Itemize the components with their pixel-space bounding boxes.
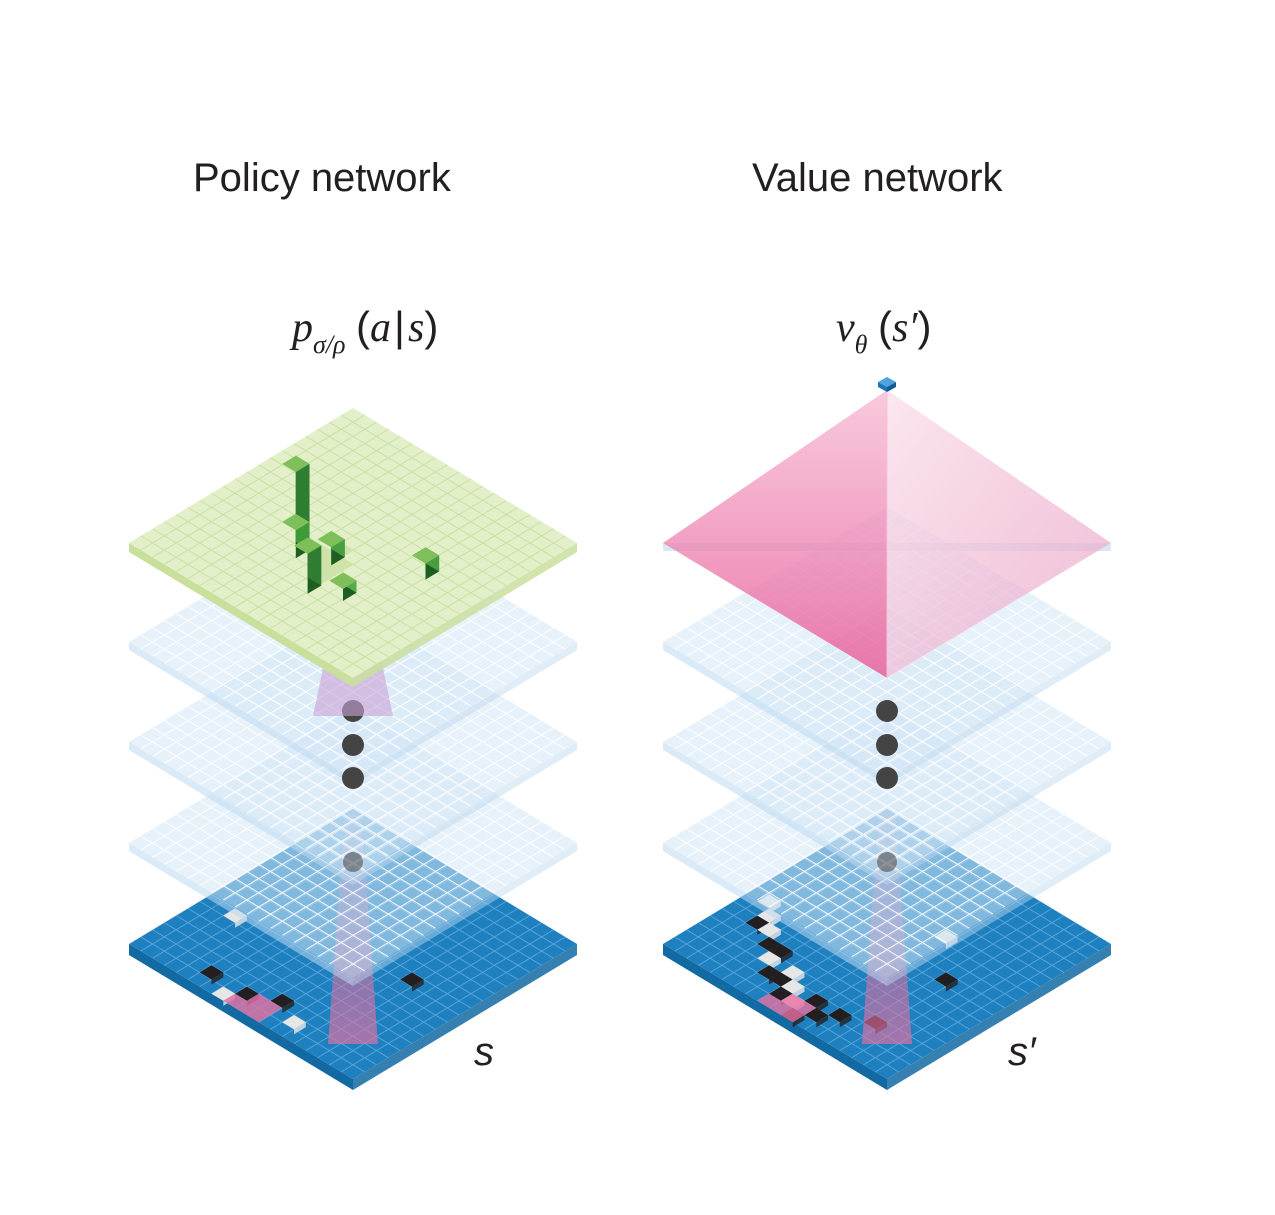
- policy-network-title: Policy network: [193, 156, 451, 200]
- black-stone-2: [745, 915, 770, 930]
- white-stone-3: [757, 922, 781, 937]
- policy-input-board-side-right: [353, 944, 577, 1090]
- value-state-label: s′: [1008, 1030, 1036, 1074]
- value-input-board-side-right: [887, 944, 1111, 1090]
- action-bar-1-front-right: [295, 455, 310, 536]
- policy-state-label: s: [474, 1030, 494, 1074]
- white-stone-10: [780, 979, 805, 994]
- policy-output-layer: [129, 408, 577, 687]
- black-stone-6: [400, 972, 424, 987]
- black-stone-17: [934, 972, 958, 987]
- receptive-cell-4: [258, 1000, 283, 1016]
- hidden-layer-3-side-right: [887, 642, 1111, 785]
- hidden-layer-2-side-left: [129, 742, 353, 885]
- action-bar-2-top: [282, 513, 310, 531]
- black-stone-17-side: [945, 979, 958, 992]
- value-subscript: θ: [854, 330, 868, 359]
- receptive-cell-1: [769, 1000, 793, 1016]
- black-stone-4-side: [282, 1000, 295, 1013]
- policy-output-layer-face: [129, 408, 577, 678]
- receptive-cell-2: [780, 993, 805, 1008]
- white-stone-5: [282, 1015, 306, 1030]
- receptive-cell-1: [235, 1000, 259, 1016]
- value-arg: s′: [891, 305, 918, 351]
- value-network-stack: [663, 377, 1111, 1090]
- value-input-board-side-left: [663, 944, 887, 1090]
- ellipsis-dot-2: [876, 734, 898, 756]
- action-bar-6-top: [411, 547, 440, 564]
- policy-output-formula: pσ/ρ (a|s): [292, 303, 439, 359]
- ellipsis-dot-1: [342, 767, 364, 789]
- policy-arg-s: s: [407, 305, 425, 351]
- black-stone-1-side: [211, 972, 224, 985]
- value-pyramid-right: [887, 390, 1111, 678]
- receptive-cell-3: [246, 1007, 271, 1023]
- white-stone-2: [211, 986, 236, 1001]
- black-stone-4: [270, 993, 295, 1008]
- value-output-formula: vθ (s′): [836, 303, 932, 359]
- action-bar-5-top: [329, 572, 357, 589]
- white-stone-18-side: [945, 936, 958, 949]
- action-bar-6: [411, 547, 440, 580]
- policy-patch-3: [329, 557, 353, 572]
- hidden-layer-3-side-left: [663, 642, 887, 785]
- policy-output-layer-side-right: [353, 543, 577, 687]
- black-stone-15: [804, 1007, 829, 1023]
- hidden-layer-1-side-right: [887, 843, 1111, 986]
- value-output-left: [878, 382, 887, 392]
- action-bar-3: [317, 531, 345, 566]
- black-stone-8: [769, 972, 793, 987]
- ellipsis-dot-2: [342, 734, 364, 756]
- hidden-layer-2-side-right: [887, 742, 1111, 885]
- policy-output-layer-side-left: [129, 543, 353, 687]
- white-stone-9: [780, 965, 805, 980]
- ellipsis-dot-faint: [343, 852, 363, 872]
- white-stone-6: [757, 951, 781, 966]
- receptive-cell-4: [792, 1000, 817, 1016]
- hidden-layer-3-side-right: [353, 642, 577, 785]
- policy-input-board-side-left: [129, 944, 353, 1090]
- value-pyramid-left: [663, 390, 887, 678]
- action-bar-5: [329, 572, 357, 601]
- black-stone-19: [828, 1007, 852, 1023]
- action-bar-4-top: [294, 537, 322, 554]
- receptive-cell-0: [757, 993, 781, 1008]
- hidden-layer-1-side-left: [663, 843, 887, 986]
- value-output-right: [887, 382, 896, 392]
- black-stone-5-side: [780, 951, 793, 964]
- black-stone-6-side: [411, 979, 424, 992]
- hidden-layer-2-side-left: [663, 742, 887, 885]
- black-stone-19-side: [839, 1015, 852, 1028]
- black-stone-15-side: [816, 1015, 829, 1028]
- action-bar-1-top: [282, 455, 310, 473]
- black-stone-14: [804, 993, 829, 1008]
- value-network-title: Value network: [752, 156, 1003, 200]
- policy-network-stack: [129, 408, 577, 1090]
- ellipsis-dot-1: [876, 767, 898, 789]
- action-bar-3-top: [317, 531, 345, 548]
- hidden-layer-1-side-left: [129, 843, 353, 986]
- white-stone-5-side: [294, 1022, 306, 1035]
- hidden-layer-1-side-right: [353, 843, 577, 986]
- receptive-cell-0: [223, 993, 247, 1008]
- hidden-layer-3-side-left: [129, 642, 353, 785]
- receptive-cell-3: [780, 1007, 805, 1023]
- ellipsis-dot-3: [876, 700, 898, 722]
- action-bar-2: [282, 513, 310, 559]
- policy-patch-1: [317, 550, 342, 565]
- black-stone-1: [199, 965, 224, 980]
- hidden-layer-2-side-right: [353, 742, 577, 885]
- receptive-cell-2: [246, 993, 271, 1008]
- ellipsis-dot-faint: [877, 852, 897, 872]
- policy-arg-a: a: [370, 305, 392, 351]
- value-symbol: v: [836, 305, 855, 351]
- black-stone-13-side: [792, 1015, 805, 1028]
- policy-symbol: p: [292, 305, 313, 351]
- action-bar-4: [294, 537, 322, 594]
- black-stone-5: [769, 944, 793, 959]
- policy-subscript: σ/ρ: [313, 330, 346, 359]
